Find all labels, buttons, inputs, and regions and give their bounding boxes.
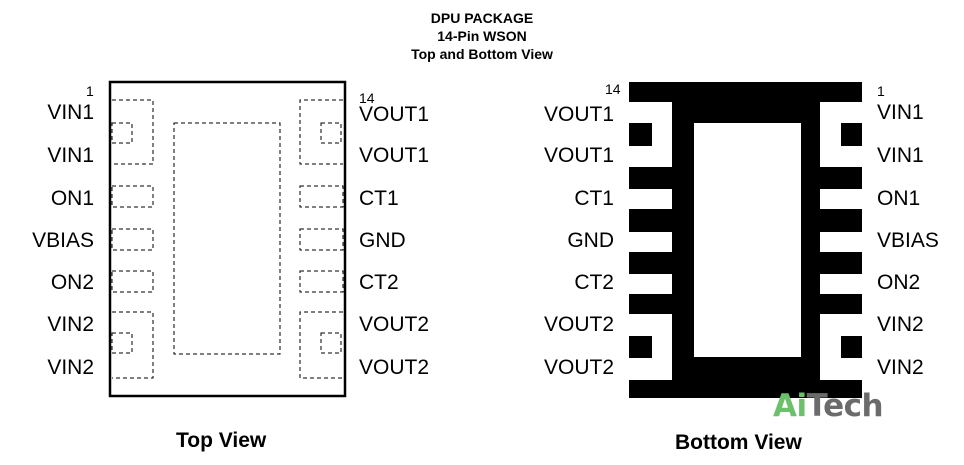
bottom-view-pad-vin1: [820, 102, 862, 167]
top-view-caption: Top View: [176, 429, 267, 452]
top-view-pad-gnd: [299, 228, 344, 251]
bottom-view-left-pin-label: VOUT1: [543, 103, 614, 126]
top-view-pin-1-number: 1: [86, 83, 94, 99]
bottom-view-package: [629, 82, 862, 398]
top-view-left-pin-label: VIN1: [47, 101, 94, 124]
top-view-pad-ct2: [299, 270, 344, 293]
top-view-pad-vout2: [299, 311, 343, 379]
package-title: DPU PACKAGE: [430, 10, 534, 26]
top-view-package: [108, 80, 347, 398]
top-view-pad-on1: [111, 185, 154, 208]
top-view-pad-vout1: [299, 99, 343, 165]
bottom-view-right-pin-label: VIN2: [877, 313, 924, 336]
bottom-view-right-pin-label: ON2: [877, 271, 921, 294]
top-view-left-pin-label: VIN2: [47, 356, 94, 379]
top-view-left-pin-label: ON2: [50, 271, 94, 294]
bottom-view-right-pin-label: VIN2: [877, 356, 924, 379]
bottom-view-pin-14-number: 14: [605, 81, 621, 97]
top-view-right-pin-label: CT1: [359, 187, 399, 210]
bottom-view-pad-vbias: [820, 232, 862, 252]
bottom-view-pad-vout1: [629, 102, 672, 167]
top-view-right-pin-label: GND: [359, 229, 406, 252]
bottom-view-right-pin-label: ON1: [877, 187, 921, 210]
bottom-view-right-pin-label: VIN1: [877, 101, 924, 124]
top-view-pad-vout2-inner: [320, 332, 342, 354]
top-view-pin-14-number: 14: [359, 90, 375, 106]
top-view-right-pin-label: VOUT1: [359, 103, 430, 126]
package-view-subtitle: Top and Bottom View: [411, 46, 553, 62]
bottom-view-pad-on2: [820, 274, 862, 294]
top-view-right-pin-label: VOUT2: [359, 313, 430, 336]
top-view-pad-vout1-inner: [320, 122, 342, 144]
top-view-right-pin-label: VOUT2: [359, 356, 430, 379]
bottom-view-right-pin-label: VIN1: [877, 144, 924, 167]
watermark-part-1: Ai: [773, 388, 807, 424]
bottom-view-left-pin-label: VOUT2: [543, 313, 614, 336]
top-view-pad-vbias: [111, 228, 154, 251]
bottom-view-left-pin-label: GND: [567, 229, 614, 252]
top-view-right-pin-label: CT2: [359, 271, 399, 294]
bottom-view-left-pin-label: CT2: [574, 271, 614, 294]
bottom-view-caption: Bottom View: [675, 431, 802, 454]
bottom-view-thermal-pad: [694, 123, 801, 357]
package-subtitle: 14-Pin WSON: [437, 28, 527, 44]
top-view-left-pin-label: ON1: [50, 187, 94, 210]
bottom-view-left-pin-label: VOUT1: [543, 144, 614, 167]
top-view-pad-vin1-inner: [111, 122, 133, 144]
top-view-pad-vin1: [112, 99, 154, 165]
top-view-pad-ct1: [299, 185, 344, 208]
top-view-pad-vin2-inner: [111, 332, 133, 354]
top-view-left-pin-label: VIN2: [47, 313, 94, 336]
bottom-view-pad-vout2: [629, 314, 672, 380]
top-view-right-pin-label: VOUT1: [359, 144, 430, 167]
bottom-view-pad-vin2: [820, 314, 862, 380]
bottom-view-right-pin-label: VBIAS: [877, 229, 939, 252]
top-view-outline: [108, 80, 347, 398]
top-view-thermal-pad: [173, 122, 281, 355]
watermark-part-2: Tech: [806, 388, 884, 424]
bottom-view-left-pin-label: CT1: [574, 187, 614, 210]
bottom-view-pad-gnd: [629, 232, 672, 252]
watermark-logo: AiTech: [773, 388, 884, 424]
bottom-view-pad-on1: [820, 189, 862, 209]
bottom-view-pin-1-number: 1: [877, 83, 885, 99]
top-view-left-pin-label: VIN1: [47, 144, 94, 167]
bottom-view-pad-ct2: [629, 274, 672, 294]
top-view-left-pin-label: VBIAS: [32, 229, 94, 252]
top-view-pad-on2: [111, 270, 154, 293]
top-view-pad-vin2: [112, 311, 154, 379]
bottom-view-left-pin-label: VOUT2: [543, 356, 614, 379]
bottom-view-pad-ct1: [629, 189, 672, 209]
